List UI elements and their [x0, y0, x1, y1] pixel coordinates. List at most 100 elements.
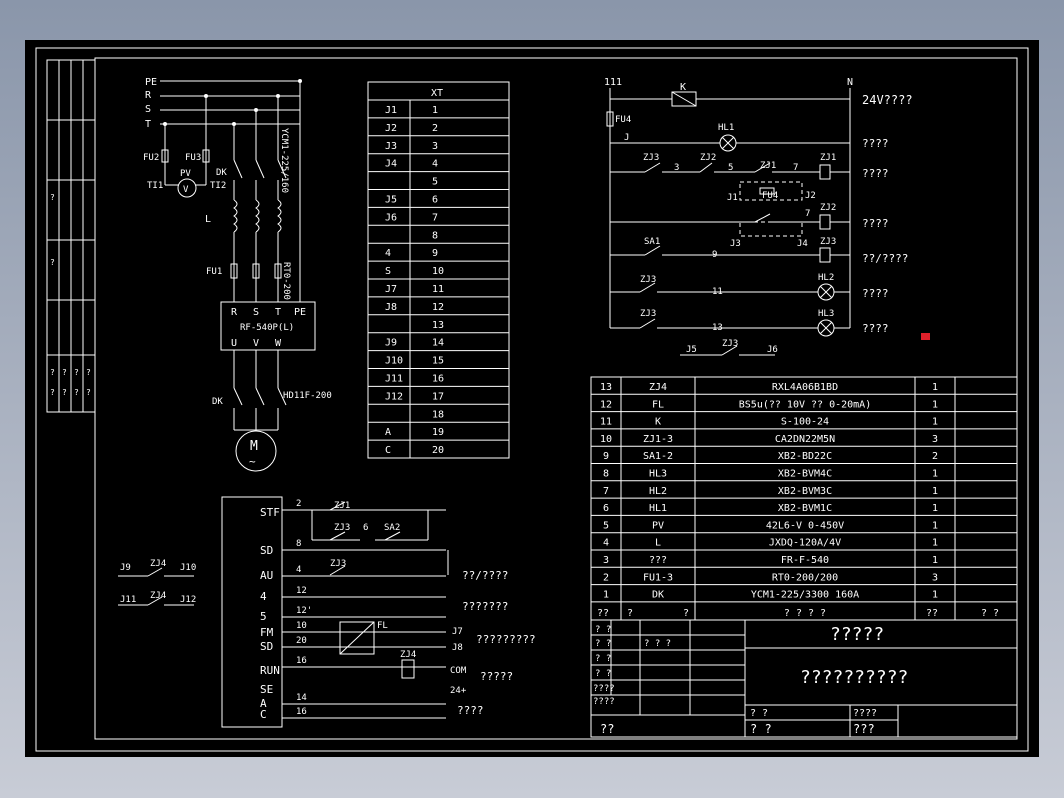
drive-terminal-label: AU — [260, 569, 273, 582]
drive-wire-number: 16 — [296, 707, 307, 717]
bom-cell: 1 — [932, 382, 938, 393]
svg-text:?: ? — [50, 193, 55, 202]
bom-cell: XB2-BVM4C — [778, 469, 832, 480]
tb-cell-5: ? ? — [595, 669, 611, 679]
ctrl-top-right: N — [847, 77, 853, 88]
j6-node: J6 — [767, 345, 778, 355]
tb-cell-9: ???? — [853, 708, 877, 719]
bus-label-t: T — [145, 119, 151, 130]
bom-cell: 3 — [932, 572, 938, 583]
bom-cell: FR-F-540 — [781, 555, 829, 566]
zj4a-label: ZJ4 — [150, 559, 166, 569]
bom-header-cell: ? — [683, 608, 689, 619]
drive-wire-number: 16 — [296, 656, 307, 666]
svg-text:?: ? — [86, 388, 91, 397]
bom-cell: YCM1-225/3300 160A — [751, 590, 859, 601]
xt-row-label: J2 — [385, 123, 397, 134]
xt-row-terminal: 4 — [432, 159, 438, 170]
bom-cell: FU1-3 — [643, 572, 673, 583]
inverter-term-r: R — [231, 307, 238, 318]
xt-row-terminal: 19 — [432, 427, 444, 438]
drive-terminal-label: SD — [260, 544, 273, 557]
bom-cell: 1 — [932, 503, 938, 514]
j4-node: J4 — [797, 239, 808, 249]
bom-cell: ZJ4 — [649, 382, 667, 393]
xt-row-terminal: 17 — [432, 391, 444, 402]
drive-wire-number: 14 — [296, 693, 307, 703]
j3-node: J3 — [730, 239, 741, 249]
bom-cell: 1 — [932, 417, 938, 428]
xt-row-terminal: 13 — [432, 320, 444, 331]
zj3-coil-label: ZJ3 — [820, 237, 836, 247]
node-7a: 7 — [793, 163, 798, 173]
j10-node: J10 — [180, 563, 196, 573]
tb-cell-12: ??? — [853, 722, 875, 736]
bus-label-s: S — [145, 104, 151, 115]
inverter-model: RF-540P(L) — [240, 323, 294, 333]
bom-cell: S-100-24 — [781, 417, 829, 428]
node-13: 13 — [712, 323, 723, 333]
xt-row-terminal: 2 — [432, 123, 438, 134]
drive-terminal-label: A — [260, 697, 267, 710]
svg-text:?: ? — [50, 368, 55, 377]
j9-node: J9 — [120, 563, 131, 573]
drive-terminal-label: C — [260, 708, 267, 721]
drive-wire-number: 2 — [296, 499, 301, 509]
xt-row-terminal: 3 — [432, 141, 438, 152]
xt-row-terminal: 20 — [432, 445, 444, 456]
j-label: J — [624, 133, 629, 143]
tb-cell-11: ? ? — [750, 722, 772, 736]
bom-cell: 3 — [932, 434, 938, 445]
bom-cell: 1 — [932, 486, 938, 497]
left-margin-strip: ?? ???? ???? — [46, 59, 96, 413]
bus-label-pe: PE — [145, 77, 157, 88]
bom-cell: ZJ1-3 — [643, 434, 673, 445]
drive-wire-number: 8 — [296, 539, 301, 549]
drv-note-4: ????? — [480, 670, 513, 683]
fuse-fu1-label: FU1 — [206, 267, 222, 277]
tb-cell-10: ?? — [600, 722, 614, 736]
drv-note-1: ??/???? — [462, 569, 508, 582]
xt-row-label: J3 — [385, 141, 397, 152]
node-11: 11 — [712, 287, 723, 297]
xt-row-terminal: 9 — [432, 248, 438, 259]
sa1-label: SA1 — [644, 237, 660, 247]
drive-terminal-label: 4 — [260, 590, 267, 603]
j1-node: J1 — [727, 193, 738, 203]
zj2-coil-label: ZJ2 — [820, 203, 836, 213]
dk-top-label: DK — [216, 168, 227, 178]
bom-cell: HL1 — [649, 503, 667, 514]
drv-zj3b: ZJ3 — [330, 559, 346, 569]
svg-text:?: ? — [62, 388, 67, 397]
drive-wire-number: 10 — [296, 621, 307, 631]
bom-header-cell: ?? — [926, 608, 938, 619]
svg-text:?: ? — [50, 388, 55, 397]
ctrl-desc-5: ???? — [862, 287, 889, 300]
svg-text:V: V — [183, 185, 189, 195]
inverter-term-t: T — [275, 307, 281, 318]
drv-zj4: ZJ4 — [400, 650, 416, 660]
drv-sa2: SA2 — [384, 523, 400, 533]
hl2-label: HL2 — [818, 273, 834, 283]
zj3-bottom-label: ZJ3 — [722, 339, 738, 349]
zj1-coil-label: ZJ1 — [820, 153, 836, 163]
drive-terminal-label: FM — [260, 626, 274, 639]
zj3-row5-label: ZJ3 — [640, 275, 656, 285]
drawing-subtitle: ?????????? — [800, 667, 908, 688]
bom-cell: 13 — [600, 382, 612, 393]
inverter-term-u: U — [231, 338, 237, 349]
bom-cell: JXDQ-120A/4V — [769, 538, 841, 549]
bom-cell: XB2-BD22C — [778, 451, 832, 462]
tb-cell-8: ? ? — [750, 708, 768, 719]
tb-cell-1: ? ? — [595, 625, 611, 635]
drv-j8: J8 — [452, 643, 463, 653]
title-block: ????? ?????????? ? ? ? ? ? ? ? ? ? ? ? ?… — [590, 619, 1018, 738]
bom-cell: 11 — [600, 417, 612, 428]
bom-cell: HL2 — [649, 486, 667, 497]
ctrl-desc-1: ???? — [862, 137, 889, 150]
inverter-term-pe: PE — [294, 307, 306, 318]
fuse-fu2-label: FU2 — [143, 153, 159, 163]
xt-row-terminal: 16 — [432, 374, 444, 385]
